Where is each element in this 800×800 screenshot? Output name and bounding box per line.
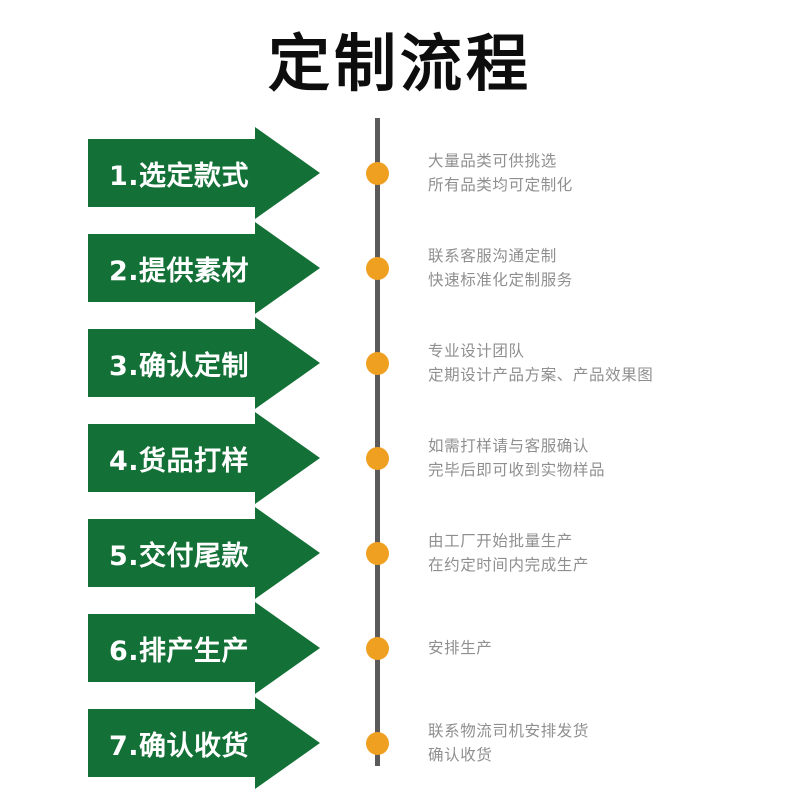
process-step-row: 4.货品打样 如需打样请与客服确认 完毕后即可收到实物样品: [0, 412, 800, 504]
description-line: 联系客服沟通定制: [428, 247, 557, 265]
description-line: 专业设计团队: [428, 342, 525, 360]
arrow-right-icon: [88, 127, 320, 219]
step-description-5: 由工厂开始批量生产 在约定时间内完成生产: [428, 507, 768, 599]
step-description-6: 安排生产: [428, 602, 768, 694]
description-line: 完毕后即可收到实物样品: [428, 461, 606, 479]
description-line: 联系物流司机安排发货: [428, 722, 590, 740]
step-arrow-6[interactable]: 6.排产生产: [88, 602, 320, 694]
step-arrow-1[interactable]: 1.选定款式: [88, 127, 320, 219]
description-line: 确认收货: [428, 746, 493, 764]
process-step-row: 3.确认定制 专业设计团队 定期设计产品方案、产品效果图: [0, 317, 800, 409]
timeline-dot-5: [366, 542, 389, 565]
step-arrow-4[interactable]: 4.货品打样: [88, 412, 320, 504]
arrow-right-icon: [88, 602, 320, 694]
timeline-dot-2: [366, 257, 389, 280]
timeline-dot-1: [366, 162, 389, 185]
step-label-6: 6.排产生产: [109, 635, 250, 667]
step-description-4: 如需打样请与客服确认 完毕后即可收到实物样品: [428, 412, 768, 504]
description-line: 如需打样请与客服确认: [428, 437, 590, 455]
timeline-dot-3: [366, 352, 389, 375]
step-label-4: 4.货品打样: [109, 445, 250, 477]
description-line: 快速标准化定制服务: [428, 271, 573, 289]
process-step-row: 1.选定款式 大量品类可供挑选 所有品类均可定制化: [0, 127, 800, 219]
step-label-3: 3.确认定制: [109, 350, 250, 382]
step-description-7: 联系物流司机安排发货 确认收货: [428, 697, 768, 789]
step-arrow-7[interactable]: 7.确认收货: [88, 697, 320, 789]
timeline-dot-7: [366, 732, 389, 755]
process-step-row: 7.确认收货 联系物流司机安排发货 确认收货: [0, 697, 800, 789]
step-arrow-5[interactable]: 5.交付尾款: [88, 507, 320, 599]
arrow-right-icon: [88, 412, 320, 504]
description-line: 大量品类可供挑选: [428, 152, 557, 170]
arrow-right-icon: [88, 697, 320, 789]
step-arrow-3[interactable]: 3.确认定制: [88, 317, 320, 409]
process-step-row: 2.提供素材 联系客服沟通定制 快速标准化定制服务: [0, 222, 800, 314]
arrow-right-icon: [88, 507, 320, 599]
page-title: 定制流程: [267, 27, 532, 100]
step-label-1: 1.选定款式: [109, 160, 250, 192]
step-arrow-2[interactable]: 2.提供素材: [88, 222, 320, 314]
arrow-right-icon: [88, 317, 320, 409]
timeline-dot-4: [366, 447, 389, 470]
step-description-3: 专业设计团队 定期设计产品方案、产品效果图: [428, 317, 768, 409]
timeline-rail: [375, 118, 380, 766]
step-description-1: 大量品类可供挑选 所有品类均可定制化: [428, 127, 768, 219]
arrow-right-icon: [88, 222, 320, 314]
step-label-7: 7.确认收货: [109, 730, 250, 762]
step-label-5: 5.交付尾款: [109, 540, 250, 572]
description-line: 在约定时间内完成生产: [428, 556, 590, 574]
timeline-dot-6: [366, 637, 389, 660]
description-line: 定期设计产品方案、产品效果图: [428, 366, 654, 384]
process-step-row: 6.排产生产 安排生产: [0, 602, 800, 694]
step-label-2: 2.提供素材: [109, 255, 250, 287]
description-line: 所有品类均可定制化: [428, 176, 573, 194]
description-line: 由工厂开始批量生产: [428, 532, 573, 550]
description-line: 安排生产: [428, 639, 493, 657]
process-step-row: 5.交付尾款 由工厂开始批量生产 在约定时间内完成生产: [0, 507, 800, 599]
step-description-2: 联系客服沟通定制 快速标准化定制服务: [428, 222, 768, 314]
